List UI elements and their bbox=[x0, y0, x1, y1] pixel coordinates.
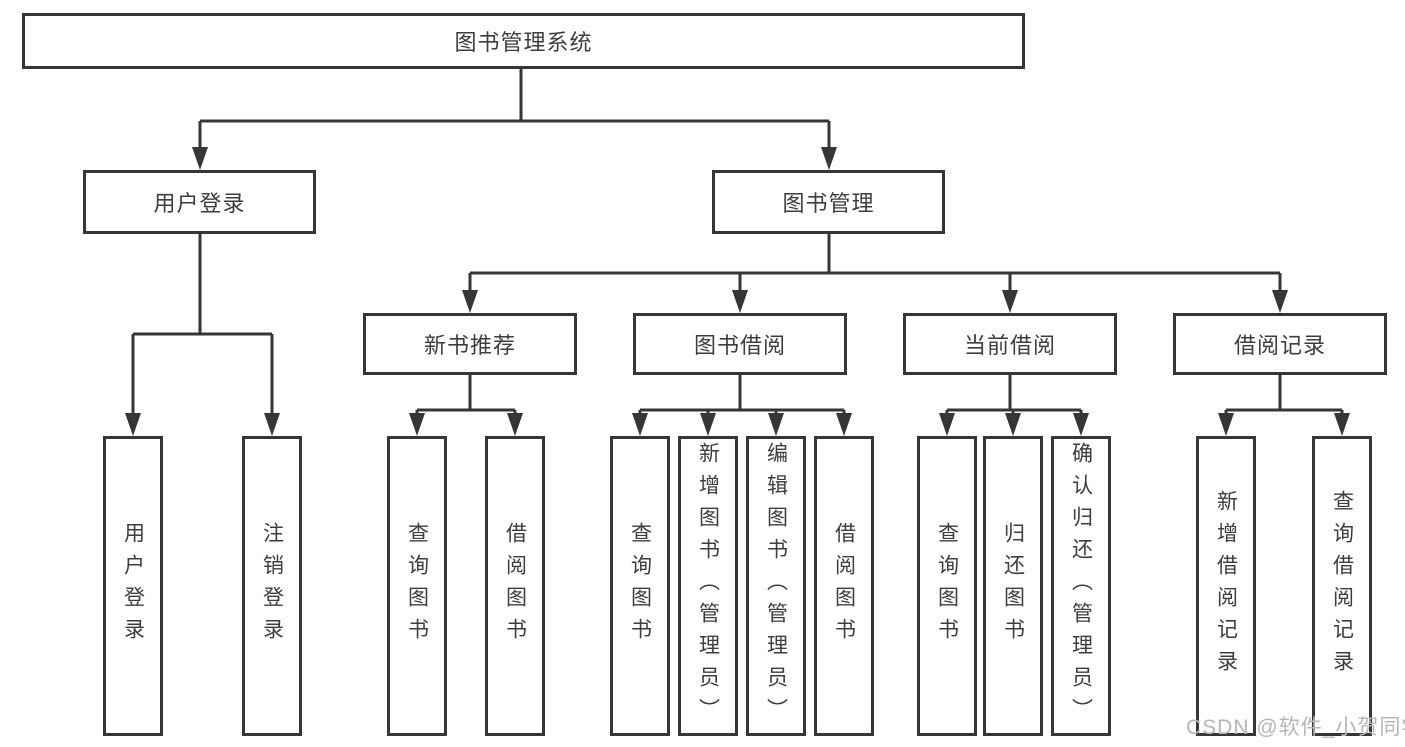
node-current-borrow: 当前借阅 bbox=[903, 313, 1117, 375]
leaf-user-login: 用户登录 bbox=[103, 436, 163, 736]
leaf-add-borrow-record: 新增借阅记录 bbox=[1196, 436, 1256, 736]
leaf-query-book-2: 查询图书 bbox=[610, 436, 670, 736]
leaf-logout-label: 注销登录 bbox=[260, 522, 284, 650]
leaf-add-borrow-record-label: 新增借阅记录 bbox=[1214, 490, 1238, 682]
leaf-return-book: 归还图书 bbox=[983, 436, 1043, 736]
leaf-return-book-label: 归还图书 bbox=[1001, 522, 1025, 650]
leaf-logout: 注销登录 bbox=[242, 436, 302, 736]
node-current-borrow-label: 当前借阅 bbox=[963, 333, 1056, 358]
leaf-add-book-admin: 新增图书（管理员） bbox=[678, 436, 738, 736]
leaf-edit-book-admin: 编辑图书（管理员） bbox=[746, 436, 806, 736]
node-book-management-label: 图书管理 bbox=[782, 191, 875, 216]
node-borrow-records: 借阅记录 bbox=[1173, 313, 1387, 375]
leaf-query-book-3: 查询图书 bbox=[917, 436, 977, 736]
leaf-query-borrow-record-label: 查询借阅记录 bbox=[1330, 490, 1354, 682]
node-user-login: 用户登录 bbox=[83, 170, 316, 234]
leaf-add-book-admin-label: 新增图书（管理员） bbox=[696, 442, 720, 730]
leaf-user-login-label: 用户登录 bbox=[121, 522, 145, 650]
node-root-label: 图书管理系统 bbox=[454, 30, 593, 55]
node-new-book-recommend-label: 新书推荐 bbox=[423, 333, 516, 358]
leaf-borrow-book-2-label: 借阅图书 bbox=[832, 522, 856, 650]
leaf-borrow-book-2: 借阅图书 bbox=[814, 436, 874, 736]
node-root: 图书管理系统 bbox=[22, 13, 1025, 69]
leaf-query-book-2-label: 查询图书 bbox=[628, 522, 652, 650]
leaf-query-book-1-label: 查询图书 bbox=[405, 522, 429, 650]
node-borrow-records-label: 借阅记录 bbox=[1233, 333, 1326, 358]
csdn-watermark: CSDN @软件_小贺同学 bbox=[1186, 716, 1405, 739]
node-user-login-label: 用户登录 bbox=[153, 191, 246, 216]
leaf-query-borrow-record: 查询借阅记录 bbox=[1312, 436, 1372, 736]
leaf-edit-book-admin-label: 编辑图书（管理员） bbox=[764, 442, 788, 730]
leaf-borrow-book-1-label: 借阅图书 bbox=[503, 522, 527, 650]
node-book-management: 图书管理 bbox=[712, 170, 945, 234]
node-book-borrow-label: 图书借阅 bbox=[693, 333, 786, 358]
node-new-book-recommend: 新书推荐 bbox=[363, 313, 577, 375]
node-book-borrow: 图书借阅 bbox=[633, 313, 847, 375]
leaf-borrow-book-1: 借阅图书 bbox=[485, 436, 545, 736]
leaf-confirm-return-admin-label: 确认归还（管理员） bbox=[1069, 442, 1093, 730]
leaf-confirm-return-admin: 确认归还（管理员） bbox=[1051, 436, 1111, 736]
leaf-query-book-1: 查询图书 bbox=[387, 436, 447, 736]
leaf-query-book-3-label: 查询图书 bbox=[935, 522, 959, 650]
